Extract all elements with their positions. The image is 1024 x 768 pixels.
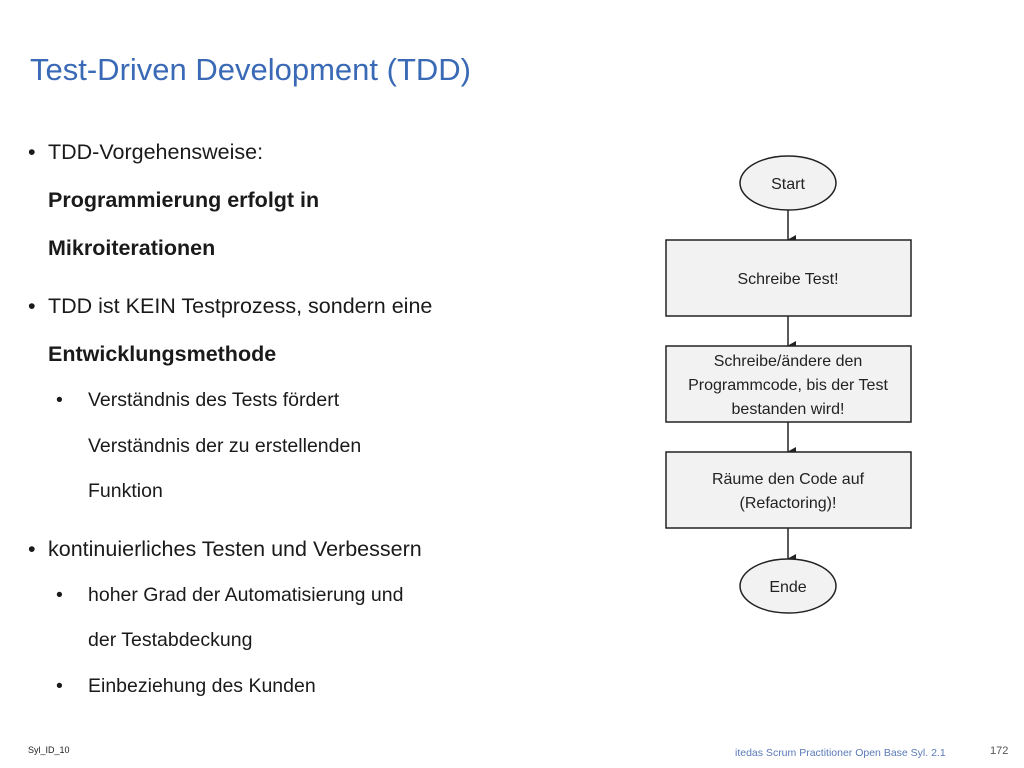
bullet-glyph: • xyxy=(56,583,63,606)
bullet-text: Programmierung erfolgt in xyxy=(48,188,320,212)
end-label: Ende xyxy=(769,579,806,596)
footer-id: Syl_ID_10 xyxy=(28,745,70,755)
bullet-text: Verständnis der zu erstellenden xyxy=(88,434,362,457)
slide-title: Test-Driven Development (TDD) xyxy=(30,52,471,87)
bullet-text: Einbeziehung des Kunden xyxy=(88,674,316,697)
write-test-label: Schreibe Test! xyxy=(737,271,838,288)
end-node xyxy=(739,558,837,614)
bullet-text: Funktion xyxy=(88,480,163,502)
refactor-label: (Refactoring)! xyxy=(740,495,837,512)
write-test-box xyxy=(665,239,912,317)
sub-bullet-customer: • Einbeziehung des Kunden xyxy=(28,664,498,710)
bullet-not-test-process: • TDD ist KEIN Testprozess, sondern eine… xyxy=(28,282,498,378)
bullet-text: der Testabdeckung xyxy=(88,629,253,651)
write-code-label: Programmcode, bis der Test xyxy=(688,377,888,394)
bullet-text: TDD ist KEIN Testprozess, sondern eine xyxy=(48,294,433,318)
write-code-box xyxy=(665,345,912,423)
bullet-text: Entwicklungsmethode xyxy=(48,342,277,366)
refactor-box xyxy=(665,451,912,529)
footer-source: itedas Scrum Practitioner Open Base Syl.… xyxy=(735,747,946,759)
write-code-label: Schreibe/ändere den xyxy=(714,353,863,370)
bullet-text: TDD-Vorgehensweise: xyxy=(48,140,264,164)
start-label: Start xyxy=(771,176,805,193)
bullet-text: kontinuierliches Testen und Verbessern xyxy=(48,536,422,561)
bullet-glyph: • xyxy=(28,536,36,561)
bullet-text: Verständnis des Tests fördert xyxy=(88,389,340,411)
bullet-glyph: • xyxy=(28,140,36,164)
bullet-continuous-testing: • kontinuierliches Testen und Verbessern xyxy=(28,525,498,573)
write-code-label: bestanden wird! xyxy=(732,401,845,418)
bullet-tdd-approach: • TDD-Vorgehensweise: Programmierung erf… xyxy=(28,128,498,272)
sub-bullet-automation: • hoher Grad der Automatisierung und der… xyxy=(28,573,498,664)
sub-bullet-understanding: • Verständnis des Tests fördert Verständ… xyxy=(28,378,498,515)
bullet-glyph: • xyxy=(56,674,63,697)
page-number: 172 xyxy=(990,745,1009,757)
bullet-text: Mikroiterationen xyxy=(48,236,216,260)
refactor-label: Räume den Code auf xyxy=(712,471,865,488)
bullet-glyph: • xyxy=(56,389,63,411)
bullet-text: hoher Grad der Automatisierung und xyxy=(88,583,404,606)
bullet-glyph: • xyxy=(28,294,36,318)
start-node xyxy=(739,155,837,211)
bullet-list: • TDD-Vorgehensweise: Programmierung erf… xyxy=(28,128,498,709)
